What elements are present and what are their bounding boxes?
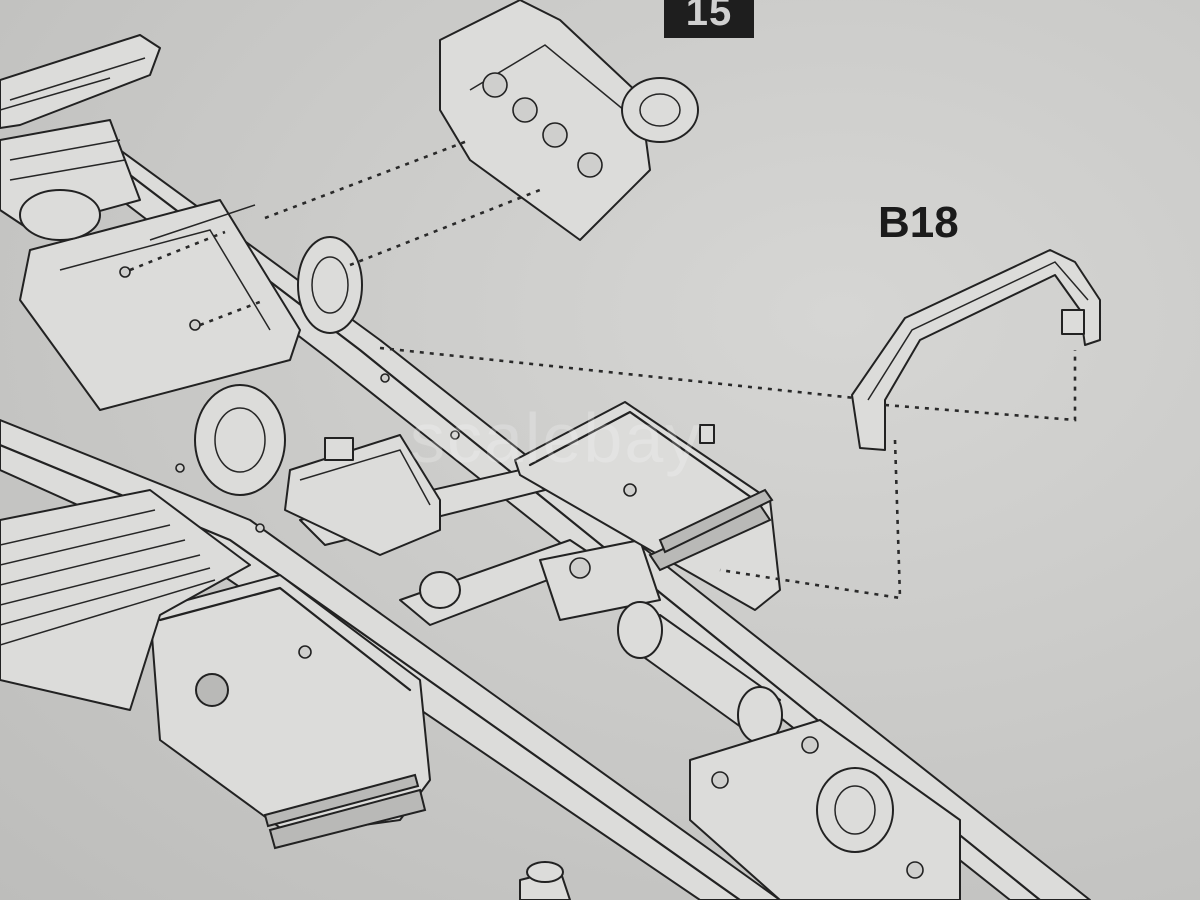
air-tank-cylinder [617, 601, 783, 744]
floating-engine-part [439, 0, 699, 241]
battery-box [284, 434, 441, 556]
exhaust-tube [0, 34, 161, 129]
watermark-text: scalebay [410, 399, 703, 477]
rear-axle-housing [519, 719, 961, 900]
engine-block [0, 119, 301, 411]
part-b18-handle [851, 249, 1101, 451]
fuel-tank-right [514, 401, 781, 611]
part-label-b18: B18 [878, 198, 959, 247]
wheel-hubs [19, 189, 461, 609]
assembly-guide-lines [129, 138, 1077, 600]
ribbed-step-box [0, 489, 251, 711]
step-number-badge: 15 [664, 0, 754, 38]
fuel-tank-left [149, 574, 431, 850]
